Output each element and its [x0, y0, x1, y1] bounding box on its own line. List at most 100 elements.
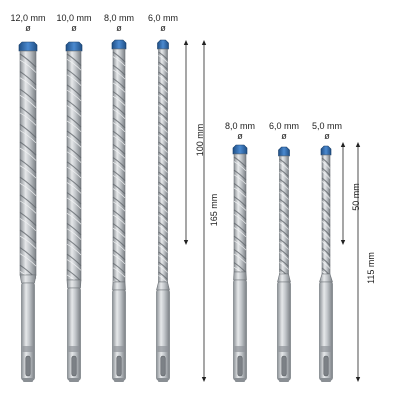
flute-spiral: [321, 217, 331, 226]
flute-highlight: [158, 195, 168, 203]
flute-highlight: [19, 147, 37, 161]
flute-highlight: [279, 232, 289, 240]
flute-highlight: [321, 171, 331, 179]
flute-spiral: [158, 71, 168, 80]
diameter-symbol: ø: [237, 131, 243, 141]
flute-highlight: [233, 214, 247, 224]
shank-slot: [71, 355, 77, 377]
arrow-up-icon: [340, 142, 346, 147]
flute-spiral: [158, 251, 168, 260]
flute-spiral: [321, 157, 331, 166]
drill-bit-10mm: [65, 41, 83, 382]
flute-highlight: [158, 145, 168, 153]
flute-highlight: [158, 225, 168, 233]
flute-spiral: [233, 248, 247, 260]
neck: [19, 274, 37, 284]
flute-highlight: [66, 120, 82, 133]
shank-end: [277, 378, 291, 382]
shank-marking: [320, 346, 332, 352]
flute-highlight: [279, 202, 289, 210]
flute-spiral: [279, 168, 289, 177]
shank-marking: [278, 346, 290, 352]
flute-highlight: [321, 201, 331, 209]
flute-spiral: [19, 141, 37, 156]
flute-spiral: [112, 223, 126, 234]
flute-spiral: [321, 167, 331, 176]
carbide-tip: [65, 41, 83, 52]
flute-highlight: [321, 231, 331, 239]
flute-spiral: [279, 218, 289, 227]
flute-spiral: [233, 156, 247, 168]
shank-end: [21, 378, 35, 382]
flute-highlight: [158, 175, 168, 183]
flute-spiral: [66, 192, 82, 205]
flute-spiral: [279, 248, 289, 257]
bit-label-12mm: 12,0 mm ø: [8, 13, 48, 33]
flute-spiral: [66, 161, 82, 174]
flute-spiral: [158, 111, 168, 120]
bit-size-text: 12,0 mm: [10, 13, 46, 23]
flute-highlight: [158, 95, 168, 103]
flute-spiral: [112, 51, 126, 63]
flute-highlight: [19, 253, 37, 267]
flute-spiral: [321, 237, 331, 246]
flute-spiral: [66, 115, 82, 128]
flute-highlight: [158, 245, 168, 253]
dimension-bracket-long-working: [183, 40, 189, 245]
flute-highlight: [66, 228, 82, 240]
flute-highlight: [279, 222, 289, 230]
flute-highlight: [321, 181, 331, 189]
dimension-long-working: 100 mm: [195, 123, 205, 157]
flute-highlight: [112, 254, 126, 265]
shank-end: [156, 378, 170, 382]
flute-highlight: [112, 241, 126, 251]
flute-highlight: [158, 85, 168, 93]
flute-highlight: [158, 165, 168, 173]
flute-highlight: [66, 59, 82, 71]
flute-spiral: [279, 258, 289, 267]
flute-spiral: [158, 221, 168, 230]
flute-spiral: [158, 131, 168, 140]
bit-size-text: 8,0 mm: [224, 121, 255, 131]
flute-spiral: [233, 182, 247, 194]
flute-highlight: [279, 212, 289, 220]
flute-spiral: [158, 81, 168, 90]
flute-highlight: [233, 227, 247, 238]
bit-size-text: 8,0 mm: [103, 13, 134, 23]
flute-spiral: [233, 196, 247, 207]
flute-spiral: [19, 88, 37, 103]
flute-spiral: [19, 176, 37, 191]
arrow-up-icon: [355, 142, 361, 147]
flute-highlight: [233, 200, 247, 211]
flute-highlight: [321, 241, 331, 249]
flute-spiral: [66, 53, 82, 66]
arrow-up-icon: [183, 40, 189, 45]
flute-highlight: [66, 259, 82, 271]
shank-end: [319, 378, 333, 382]
flute-spiral: [19, 194, 37, 209]
flute-spiral: [19, 247, 37, 262]
bit-size-text: 6,0 mm: [147, 13, 178, 23]
flute-highlight: [112, 69, 126, 80]
flute-highlight: [66, 105, 82, 117]
flute-highlight: [19, 130, 37, 144]
flute-highlight: [158, 265, 168, 273]
flute-spiral: [66, 253, 82, 267]
diameter-symbol: ø: [116, 23, 122, 33]
carbide-tip: [157, 39, 169, 50]
flute-highlight: [158, 115, 168, 123]
flute-spiral: [112, 183, 126, 195]
flute-spiral: [279, 238, 289, 247]
flute-highlight: [233, 187, 247, 198]
diameter-symbol: ø: [160, 23, 166, 33]
flute-highlight: [279, 182, 289, 190]
flute-highlight: [66, 213, 82, 225]
flute-spiral: [158, 91, 168, 100]
flute-highlight: [112, 227, 126, 238]
flute-spiral: [158, 141, 168, 150]
flute-highlight: [321, 251, 331, 259]
neck: [112, 281, 126, 291]
bit-label-8mm: 8,0 mm ø: [99, 13, 139, 33]
flute-spiral: [66, 84, 82, 97]
flute-highlight: [321, 161, 331, 169]
